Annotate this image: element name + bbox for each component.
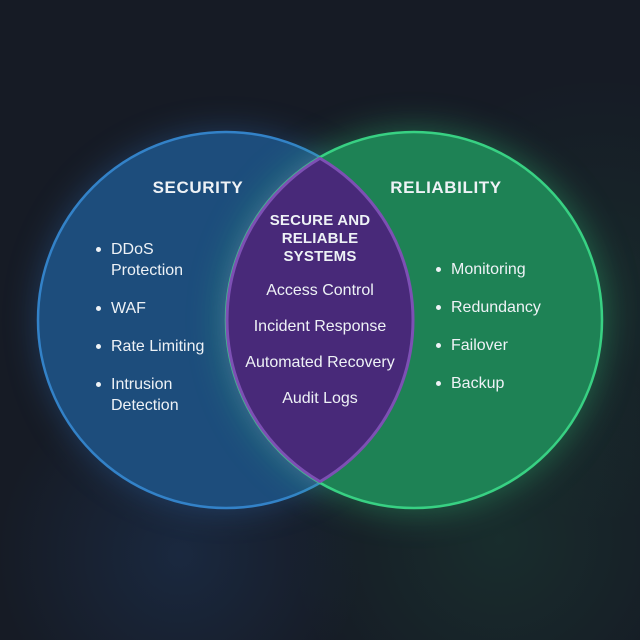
list-item: Failover xyxy=(436,335,576,356)
overlap-item: Audit Logs xyxy=(282,390,358,407)
security-item-list: DDoS Protection WAF Rate Limiting Intrus… xyxy=(96,239,218,433)
list-item-label: Redundancy xyxy=(451,299,541,316)
list-item-label: Monitoring xyxy=(451,261,526,278)
overlap-lens xyxy=(225,132,414,508)
bullet-icon xyxy=(96,344,101,349)
list-item: DDoS Protection xyxy=(96,239,218,281)
list-item: Monitoring xyxy=(436,259,576,280)
security-title: SECURITY xyxy=(152,178,244,197)
overlap-title: SECURE AND RELIABLE SYSTEMS xyxy=(269,212,371,265)
list-item-label: Intrusion Detection xyxy=(111,376,179,414)
list-item-label: Failover xyxy=(451,337,508,354)
bullet-icon xyxy=(436,305,441,310)
list-item-label: Rate Limiting xyxy=(111,338,205,355)
overlap-item: Access Control xyxy=(266,282,374,299)
reliability-item-list: Monitoring Redundancy Failover Backup xyxy=(436,259,576,411)
list-item-label: Backup xyxy=(451,375,505,392)
bullet-icon xyxy=(96,247,101,252)
list-item: Intrusion Detection xyxy=(96,374,218,416)
list-item: WAF xyxy=(96,298,218,319)
bullet-icon xyxy=(436,343,441,348)
overlap-lens-border xyxy=(226,132,415,508)
overlap-item: Automated Recovery xyxy=(245,354,395,371)
list-item: Redundancy xyxy=(436,297,576,318)
overlap-content: SECURE AND RELIABLE SYSTEMS Access Contr… xyxy=(240,212,400,409)
bullet-icon xyxy=(96,382,101,387)
list-item: Backup xyxy=(436,373,576,394)
list-item: Rate Limiting xyxy=(96,336,218,357)
list-item-label: DDoS Protection xyxy=(111,241,184,279)
bullet-icon xyxy=(96,306,101,311)
bullet-icon xyxy=(436,381,441,386)
list-item-label: WAF xyxy=(111,300,146,317)
reliability-title: RELIABILITY xyxy=(390,178,502,197)
overlap-item: Incident Response xyxy=(253,318,387,335)
bullet-icon xyxy=(436,267,441,272)
